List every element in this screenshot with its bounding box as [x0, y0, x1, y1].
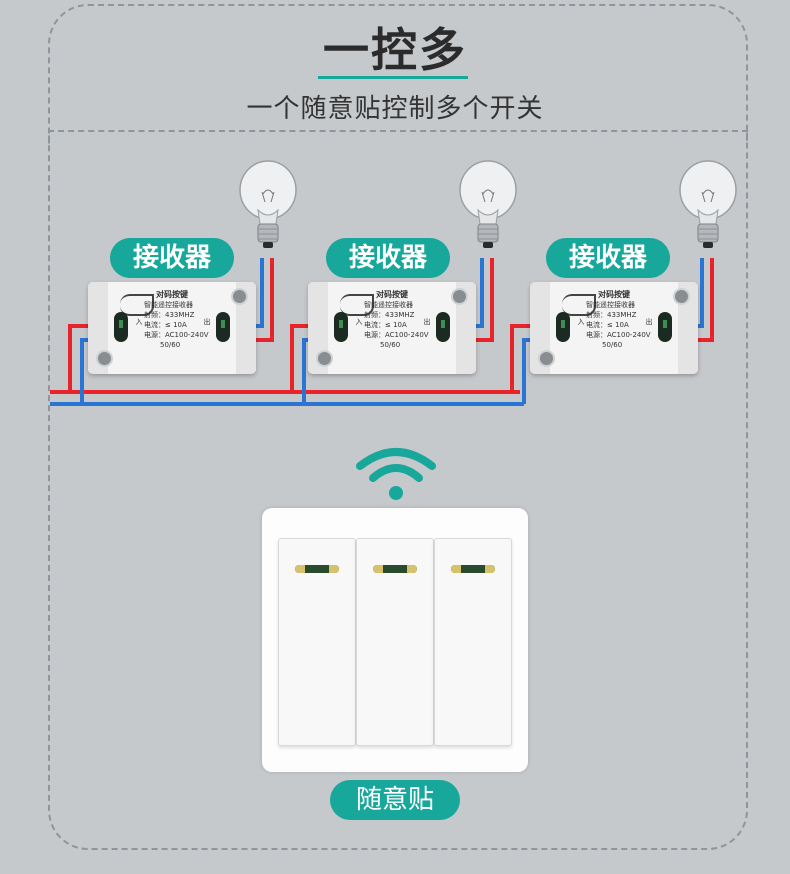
light-bulb-icon	[239, 160, 297, 248]
product-name: 智能遥控接收器	[144, 301, 193, 309]
screw-hole	[316, 350, 333, 367]
screw-hole	[538, 350, 555, 367]
receiver-label: 接收器	[546, 238, 670, 278]
hz-spec: 50/60	[602, 341, 623, 349]
pair-button[interactable]	[120, 294, 154, 316]
product-name: 智能遥控接收器	[586, 301, 635, 309]
input-terminal	[556, 312, 570, 342]
product-name: 智能遥控接收器	[364, 301, 413, 309]
output-marker: 出	[203, 318, 211, 325]
pair-button[interactable]	[340, 294, 374, 316]
receiver-spec: 对码按键 智能遥控接收器 射频：433MHZ 电流：≤ 10A 电源：AC100…	[586, 290, 668, 350]
receiver-module: 入 出 对码按键 智能遥控接收器 射频：433MHZ 电流：≤ 10A 电源：A…	[88, 282, 256, 374]
receiver-label: 接收器	[110, 238, 234, 278]
page-title: 一控多	[323, 23, 467, 77]
receiver-module: 入 出 对码按键 智能遥控接收器 射频：433MHZ 电流：≤ 10A 电源：A…	[530, 282, 698, 374]
current-spec: 电流：≤ 10A	[144, 321, 187, 329]
output-terminal	[436, 312, 450, 342]
key-indicator	[373, 565, 417, 573]
switch-key-3[interactable]	[434, 538, 512, 746]
receiver-label: 接收器	[326, 238, 450, 278]
screw-hole	[96, 350, 113, 367]
switch-key-1[interactable]	[278, 538, 356, 746]
input-marker: 入	[135, 318, 143, 325]
hz-spec: 50/60	[380, 341, 401, 349]
receiver-spec: 对码按键 智能遥控接收器 射频：433MHZ 电流：≤ 10A 电源：AC100…	[144, 290, 226, 350]
freq-spec: 射频：433MHZ	[144, 311, 195, 319]
voltage-spec: 电源：AC100-240V	[364, 331, 429, 339]
mount-ear	[236, 282, 256, 374]
freq-spec: 射频：433MHZ	[586, 311, 637, 319]
input-marker: 入	[355, 318, 363, 325]
pair-label: 对码按键	[598, 290, 630, 299]
mount-ear	[678, 282, 698, 374]
output-marker: 出	[423, 318, 431, 325]
input-terminal	[114, 312, 128, 342]
screw-hole	[231, 288, 248, 305]
pair-button[interactable]	[562, 294, 596, 316]
wireless-switch-panel	[262, 508, 528, 772]
key-indicator	[451, 565, 495, 573]
current-spec: 电流：≤ 10A	[586, 321, 629, 329]
title-underline	[318, 76, 468, 79]
key-indicator	[295, 565, 339, 573]
light-bulb-icon	[459, 160, 517, 248]
receiver-spec: 对码按键 智能遥控接收器 射频：433MHZ 电流：≤ 10A 电源：AC100…	[364, 290, 446, 350]
voltage-spec: 电源：AC100-240V	[144, 331, 209, 339]
output-terminal	[216, 312, 230, 342]
mount-ear	[456, 282, 476, 374]
pair-label: 对码按键	[156, 290, 188, 299]
input-marker: 入	[577, 318, 585, 325]
receiver-module: 入 出 对码按键 智能遥控接收器 射频：433MHZ 电流：≤ 10A 电源：A…	[308, 282, 476, 374]
page-subtitle: 一个随意贴控制多个开关	[246, 94, 544, 124]
switch-key-2[interactable]	[356, 538, 434, 746]
wifi-signal-icon	[356, 448, 436, 500]
output-terminal	[658, 312, 672, 342]
screw-hole	[451, 288, 468, 305]
remote-label: 随意贴	[330, 780, 460, 820]
screw-hole	[673, 288, 690, 305]
light-bulb-icon	[679, 160, 737, 248]
input-terminal	[334, 312, 348, 342]
voltage-spec: 电源：AC100-240V	[586, 331, 651, 339]
output-marker: 出	[645, 318, 653, 325]
hz-spec: 50/60	[160, 341, 181, 349]
pair-label: 对码按键	[376, 290, 408, 299]
current-spec: 电流：≤ 10A	[364, 321, 407, 329]
freq-spec: 射频：433MHZ	[364, 311, 415, 319]
